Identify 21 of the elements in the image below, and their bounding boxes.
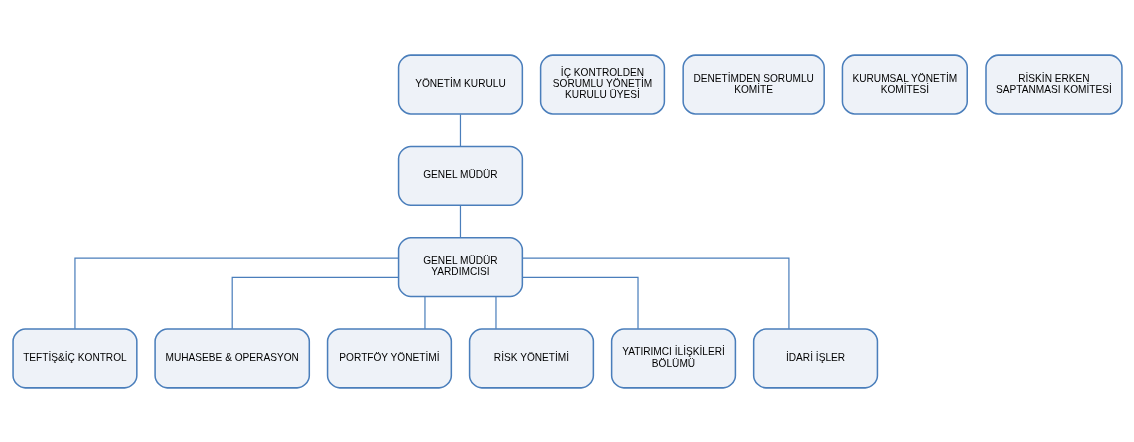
node-box: İÇ KONTROLDEN SORUMLU YÖNETİM KURULU ÜYESİ [539, 53, 665, 115]
node-box: PORTFÖY YÖNETİMİ [326, 327, 452, 389]
node-box: TEFTİŞ&İÇ KONTROL [11, 327, 138, 389]
node-box: KURUMSAL YÖNETİM KOMİTESİ [841, 53, 968, 115]
connector [459, 204, 461, 238]
node-box: GENEL MÜDÜR [397, 145, 523, 206]
node-box: İDARİ İŞLER [752, 327, 878, 389]
connector [521, 276, 639, 329]
node-box: YÖNETİM KURULU [397, 53, 523, 115]
node-box: YATIRIMCI İLİŞKİLERİ BÖLÜMÜ [610, 327, 736, 389]
connector [459, 113, 461, 147]
connector [423, 295, 426, 329]
node-box: DENETİMDEN SORUMLU KOMİTE [681, 53, 825, 115]
connector [73, 256, 399, 329]
connector [231, 276, 399, 329]
node-box: GENEL MÜDÜR YARDIMCISI [397, 236, 523, 297]
node-box: RİSK YÖNETİMİ [468, 327, 594, 389]
node-box: RİSKİN ERKEN SAPTANMASI KOMİTESİ [984, 53, 1123, 115]
connector [494, 295, 497, 329]
connector [521, 256, 790, 329]
node-box: MUHASEBE & OPERASYON [153, 327, 310, 389]
